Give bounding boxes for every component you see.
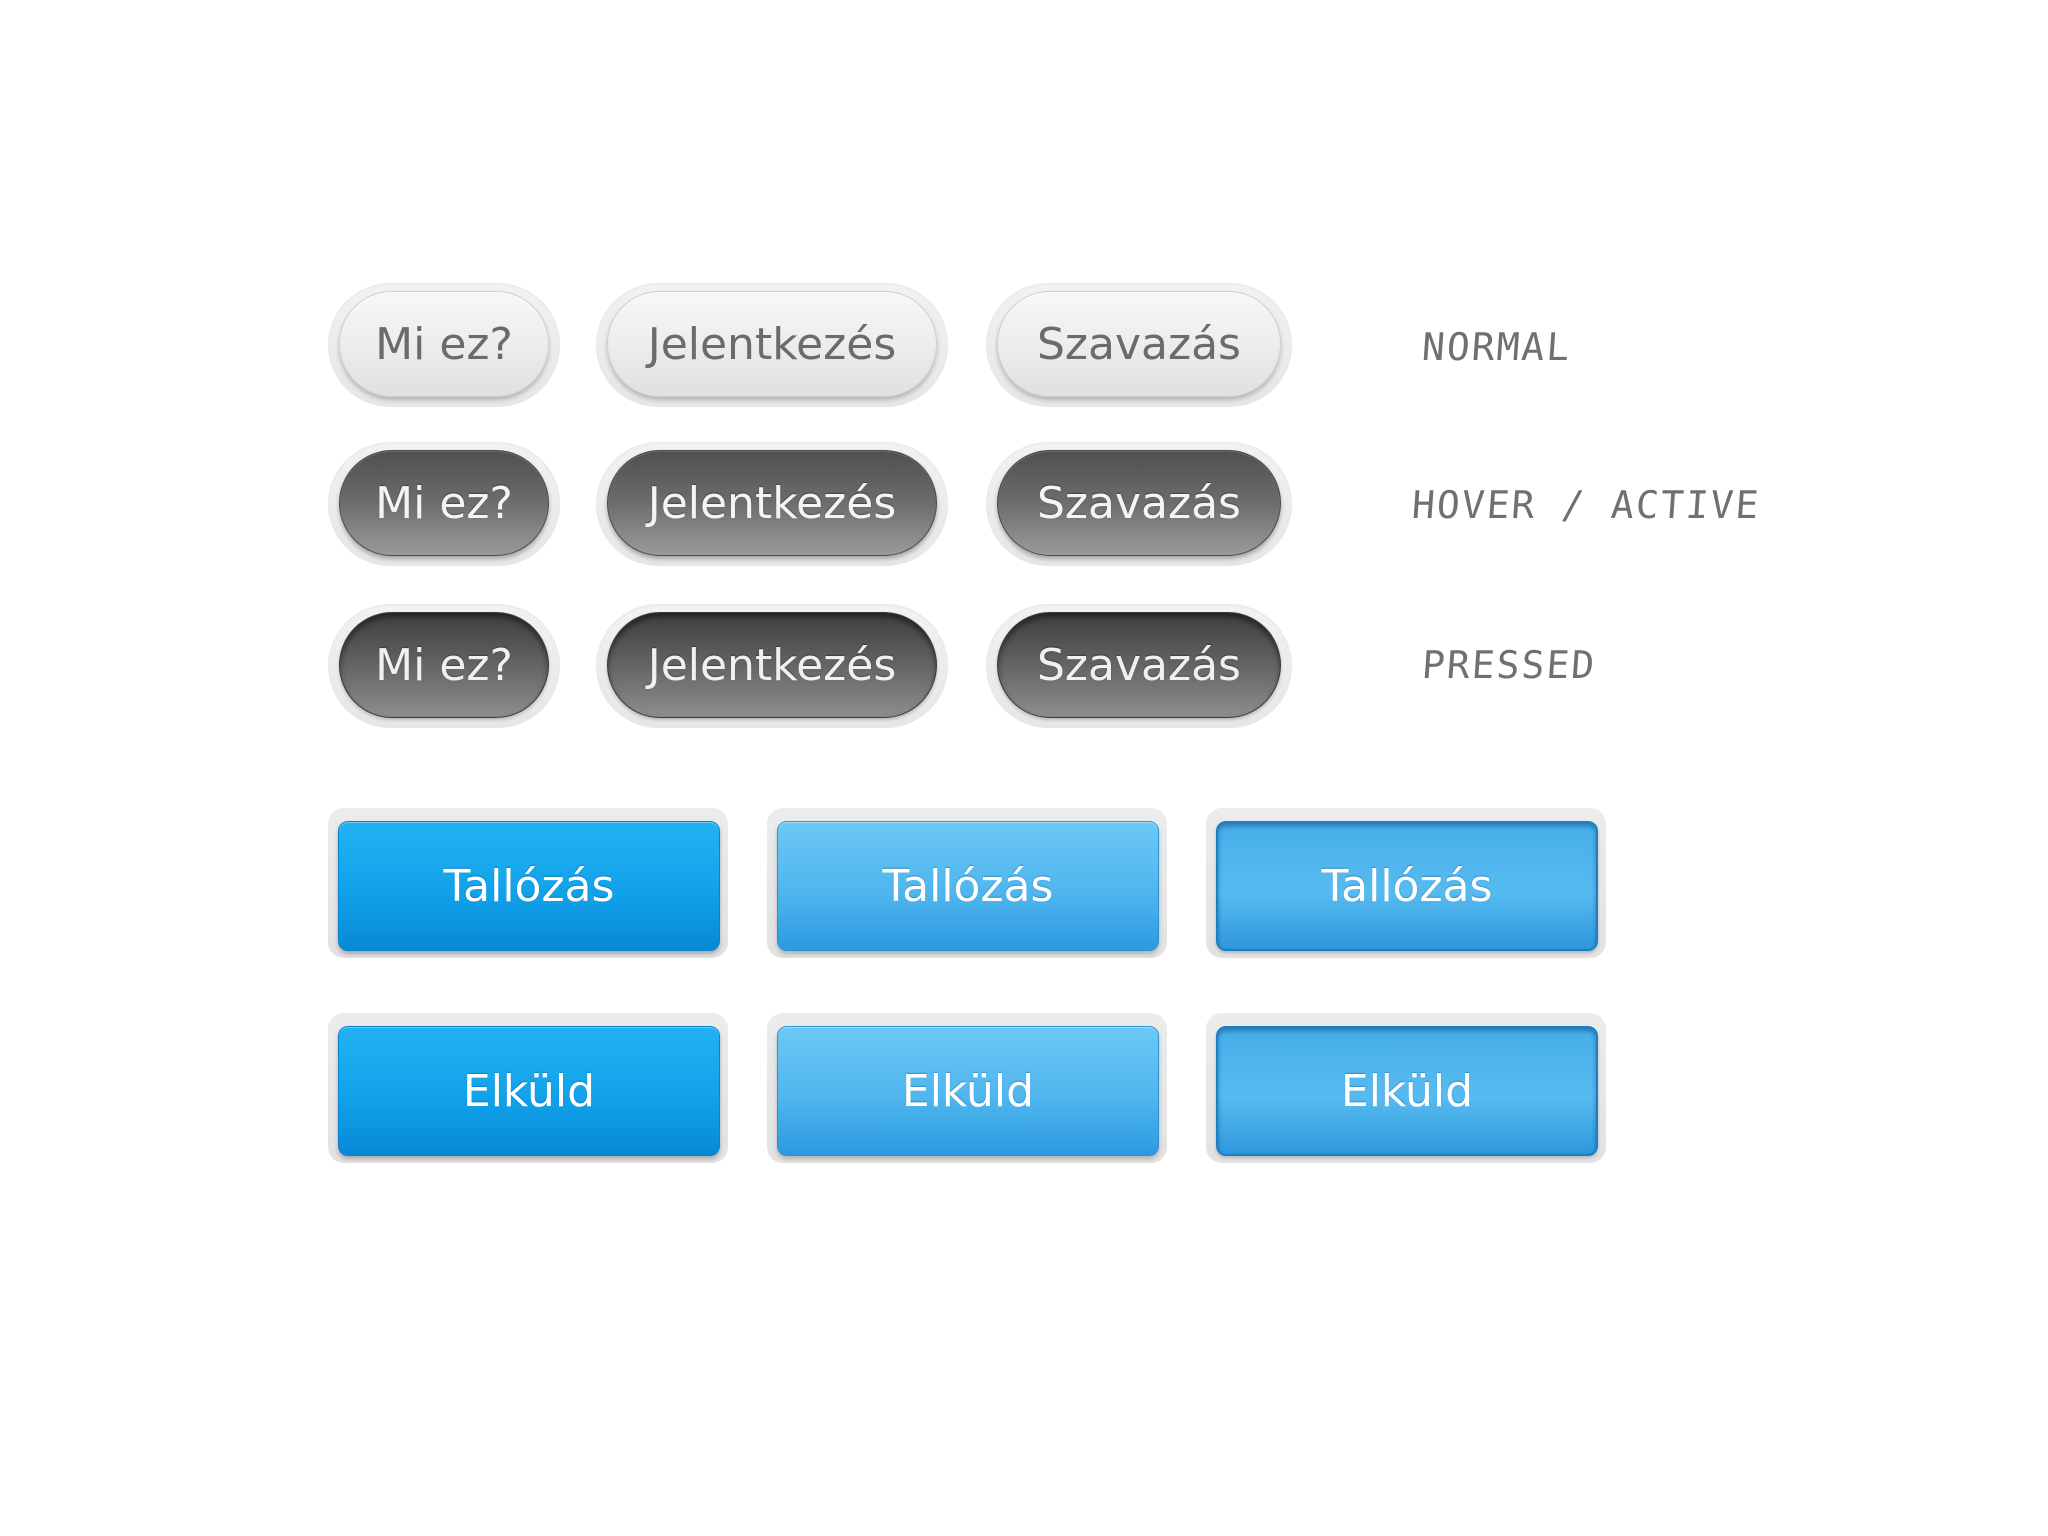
state-label-pressed: PRESSED: [1420, 643, 1598, 687]
button-frame: Tallózás: [1206, 808, 1606, 958]
elkuld-button-pressed[interactable]: Elküld: [1216, 1026, 1598, 1156]
jelentkezes-button-pressed[interactable]: Jelentkezés: [607, 612, 937, 718]
elkuld-button-hover[interactable]: Elküld: [777, 1026, 1159, 1156]
szavazas-button-normal[interactable]: Szavazás: [997, 291, 1281, 397]
button-frame: Tallózás: [328, 808, 728, 958]
mi-ez-button-pressed[interactable]: Mi ez?: [339, 612, 549, 718]
jelentkezes-button-hover[interactable]: Jelentkezés: [607, 450, 937, 556]
tallozas-button-hover[interactable]: Tallózás: [777, 821, 1159, 951]
button-frame: Elküld: [328, 1013, 728, 1163]
pill-frame: Jelentkezés: [596, 604, 948, 728]
szavazas-button-pressed[interactable]: Szavazás: [997, 612, 1281, 718]
pill-row-hover: Mi ez? Jelentkezés Szavazás: [0, 442, 2048, 566]
pill-frame: Szavazás: [986, 604, 1292, 728]
tallozas-button-normal[interactable]: Tallózás: [338, 821, 720, 951]
state-label-hover-active: HOVER / ACTIVE: [1410, 483, 1762, 527]
pill-frame: Jelentkezés: [596, 442, 948, 566]
mi-ez-button-hover[interactable]: Mi ez?: [339, 450, 549, 556]
pill-frame: Szavazás: [986, 442, 1292, 566]
pill-frame: Mi ez?: [328, 283, 560, 407]
pill-row-pressed: Mi ez? Jelentkezés Szavazás: [0, 604, 2048, 728]
szavazas-button-hover[interactable]: Szavazás: [997, 450, 1281, 556]
button-frame: Elküld: [767, 1013, 1167, 1163]
jelentkezes-button-normal[interactable]: Jelentkezés: [607, 291, 937, 397]
pill-frame: Mi ez?: [328, 442, 560, 566]
button-frame: Tallózás: [767, 808, 1167, 958]
mi-ez-button-normal[interactable]: Mi ez?: [339, 291, 549, 397]
pill-frame: Szavazás: [986, 283, 1292, 407]
pill-row-normal: Mi ez? Jelentkezés Szavazás: [0, 283, 2048, 407]
state-label-normal: NORMAL: [1420, 325, 1573, 369]
button-frame: Elküld: [1206, 1013, 1606, 1163]
pill-frame: Mi ez?: [328, 604, 560, 728]
elkuld-button-normal[interactable]: Elküld: [338, 1026, 720, 1156]
pill-frame: Jelentkezés: [596, 283, 948, 407]
tallozas-button-pressed[interactable]: Tallózás: [1216, 821, 1598, 951]
